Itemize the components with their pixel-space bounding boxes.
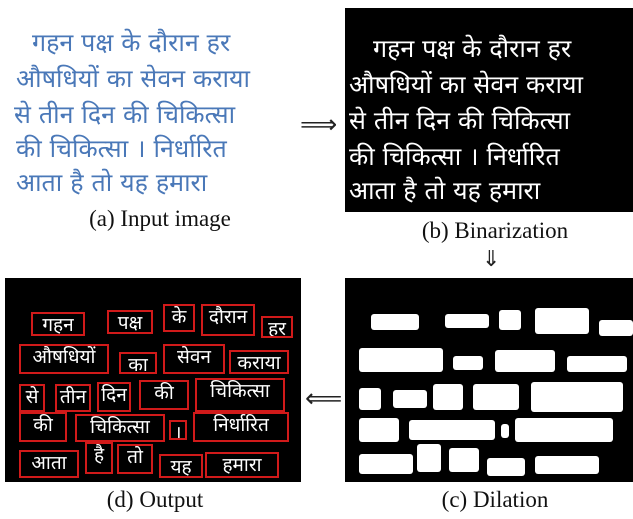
dilated-word-blob	[433, 384, 463, 410]
dilated-word-blob	[359, 418, 399, 442]
output-panel: गहन पक्ष के दौरान हर औषधियों का सेवन करा…	[5, 278, 301, 482]
caption-binarization: (b) Binarization	[421, 218, 569, 243]
word-box: दिन	[97, 382, 131, 412]
dilated-word-blob	[473, 384, 519, 410]
dilated-word-blob	[409, 420, 495, 440]
word-box: पक्ष	[107, 310, 153, 334]
binarized-line-1: गहन पक्ष के दौरान हर	[373, 34, 572, 63]
binarized-line-5: आता है तो यह हमारा	[349, 176, 541, 205]
caption-dilation: (c) Dilation	[441, 487, 549, 512]
binarized-line-2: औषधियों का सेवन कराया	[349, 70, 583, 99]
word-box: ।	[169, 420, 187, 440]
dilation-panel	[345, 278, 633, 482]
dilated-word-blob	[487, 458, 525, 476]
word-box: तीन	[55, 384, 91, 412]
word-box: कराया	[229, 350, 289, 374]
word-box: चिकित्सा	[195, 378, 285, 412]
dilated-word-blob	[393, 390, 427, 408]
dilated-word-blob	[371, 314, 419, 330]
dilated-word-blob	[445, 314, 489, 328]
word-box: सेवन	[163, 344, 225, 374]
dilated-word-blob	[535, 308, 589, 334]
word-box: है	[85, 442, 113, 474]
dilated-word-blob	[495, 350, 555, 372]
word-box: तो	[117, 444, 153, 474]
word-box: गहन	[31, 312, 85, 336]
dilated-word-blob	[359, 388, 381, 410]
word-box: औषधियों	[19, 344, 109, 374]
word-box: हर	[261, 316, 293, 338]
arrow-down-icon: ⇓	[482, 247, 501, 272]
binarization-panel: गहन पक्ष के दौरान हर औषधियों का सेवन करा…	[345, 8, 633, 212]
caption-input-image: (a) Input image	[89, 206, 231, 231]
dilated-word-blob	[599, 320, 633, 336]
word-box: चिकित्सा	[75, 414, 165, 442]
word-box: से	[19, 384, 45, 412]
binarized-line-3: से तीन दिन की चिकित्सा	[349, 106, 571, 135]
handwritten-line-5: आता है तो यह हमारा	[16, 168, 208, 197]
caption-output: (d) Output	[106, 487, 204, 512]
handwritten-line-1: गहन पक्ष के दौरान हर	[32, 28, 231, 57]
binarized-line-4: की चिकित्सा । निर्धारित	[349, 142, 560, 171]
dilated-word-blob	[515, 418, 613, 442]
dilated-word-blob	[535, 456, 599, 474]
word-box: हमारा	[205, 452, 279, 478]
word-box: के	[163, 304, 195, 332]
word-box: का	[119, 352, 157, 374]
handwritten-line-4: की चिकित्सा । निर्धारित	[16, 134, 227, 163]
dilated-word-blob	[501, 424, 509, 438]
word-box: आता	[19, 450, 79, 478]
input-image-panel: गहन पक्ष के दौरान हर औषधियों का सेवन करा…	[10, 18, 310, 198]
dilated-word-blob	[567, 356, 627, 372]
dilated-word-blob	[417, 444, 441, 472]
dilated-word-blob	[453, 356, 483, 370]
word-box: दौरान	[201, 304, 255, 336]
word-box: की	[139, 380, 189, 410]
arrow-left-icon: ⟸	[305, 384, 343, 414]
arrow-right-icon: ⟹	[300, 110, 338, 140]
dilated-word-blob	[359, 454, 413, 474]
dilated-word-blob	[359, 348, 443, 372]
handwritten-line-2: औषधियों का सेवन कराया	[16, 64, 250, 93]
word-box: यह	[159, 454, 203, 478]
handwritten-line-3: से तीन दिन की चिकित्सा	[14, 100, 236, 129]
dilated-word-blob	[531, 382, 623, 412]
word-box: की	[19, 412, 67, 442]
word-box: निर्धारित	[193, 412, 289, 442]
dilated-word-blob	[499, 310, 521, 330]
dilated-word-blob	[449, 448, 479, 472]
